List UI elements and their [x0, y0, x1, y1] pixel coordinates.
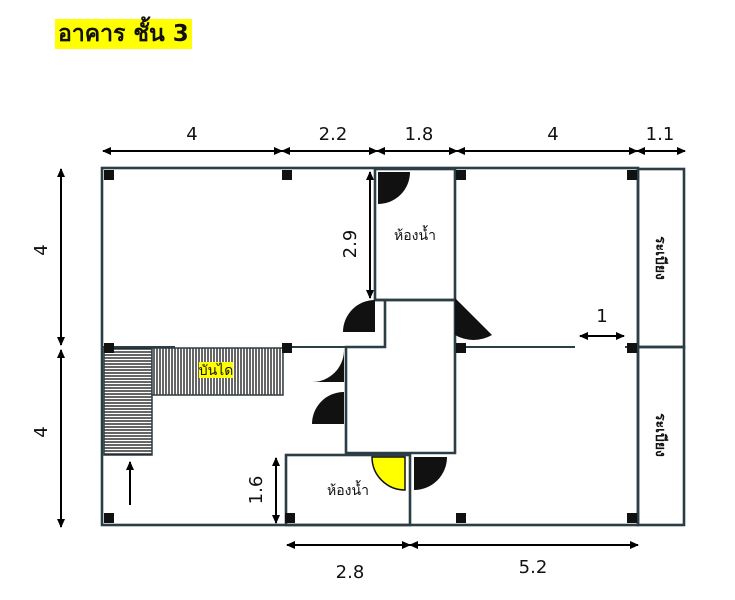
dim-top-5: 1.1: [646, 124, 675, 145]
dim-top-4: 4: [547, 124, 558, 145]
dim-left-2: 4: [31, 426, 52, 437]
stairs-label: บันได: [199, 362, 234, 379]
stairs-flight-1: [103, 347, 153, 456]
dim-bathroom-upper: 2.9: [340, 230, 361, 259]
door-swings: [312, 172, 492, 490]
stairs-label-bg: [199, 362, 233, 378]
dim-top-3: 1.8: [405, 124, 434, 145]
dim-left-1: 4: [31, 244, 52, 255]
column-posts: [104, 170, 637, 523]
bathroom-lower-label: ห้องน้ำ: [327, 480, 369, 499]
dim-top-1: 4: [186, 124, 197, 145]
balcony-lower-label: ระเบียง: [652, 413, 668, 457]
bathroom-upper-label: ห้องน้ำ: [394, 225, 436, 244]
page-title: อาคาร ชั้น 3: [55, 19, 192, 49]
dim-inner-gap: 1: [596, 306, 607, 327]
balcony-lower: [636, 345, 686, 527]
dim-top-2: 2.2: [319, 124, 348, 145]
dim-bathroom-lower: 1.6: [246, 476, 267, 505]
balcony-upper-label: ระเบียง: [652, 236, 668, 280]
dim-bottom-2: 5.2: [519, 557, 548, 578]
dim-bottom-1: 2.8: [336, 562, 365, 583]
door-highlight: [371, 456, 406, 491]
